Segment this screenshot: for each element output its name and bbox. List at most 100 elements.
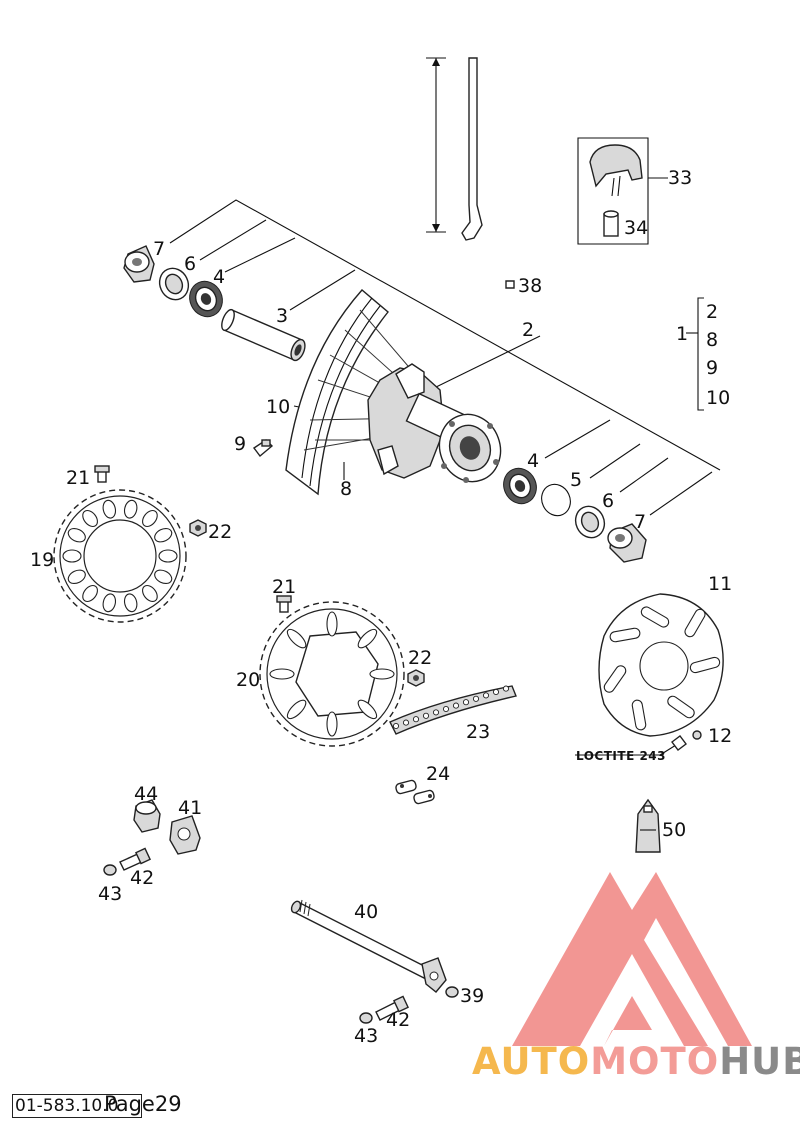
bolt-12 <box>671 730 702 751</box>
nipple-9 <box>252 439 274 458</box>
label-24: 24 <box>426 763 450 785</box>
chain-link <box>452 702 460 709</box>
lightening-hole <box>123 593 138 613</box>
bolt-21-top <box>94 465 110 483</box>
bearing-4-right <box>503 467 537 505</box>
chain-joint-24 <box>395 779 435 805</box>
rear-wheel-rim-hub <box>285 289 502 496</box>
lightening-hole <box>67 569 86 585</box>
label-44: 44 <box>134 783 158 805</box>
lightening-hole <box>82 584 98 603</box>
label-5: 5 <box>570 469 582 491</box>
label-20: 20 <box>236 669 260 691</box>
label-4-right: 4 <box>527 450 539 472</box>
lightening-hole <box>326 611 338 637</box>
chain-23 <box>389 685 517 735</box>
label-1: 1 <box>676 323 688 345</box>
drawing-number: 01-583.10.0 <box>12 1094 142 1118</box>
lightening-hole <box>142 584 158 603</box>
lightening-hole <box>357 628 378 649</box>
chain-link <box>422 712 430 719</box>
label-40: 40 <box>354 901 378 923</box>
bearing-4-left <box>189 280 223 318</box>
lightening-hole <box>357 699 378 720</box>
label-43-bottom: 43 <box>354 1025 378 1047</box>
label-22-top: 22 <box>208 521 232 543</box>
label-22-mid: 22 <box>408 647 432 669</box>
lightening-hole <box>269 668 295 680</box>
label-6-left: 6 <box>184 253 196 275</box>
label-10: 10 <box>266 396 290 418</box>
chain-link <box>412 716 420 723</box>
label-2: 2 <box>522 319 534 341</box>
label-8-group: 8 <box>706 329 718 351</box>
adjuster-bottom-group <box>359 995 409 1024</box>
adjuster-left-group <box>103 799 201 876</box>
sprocket-20 <box>259 601 405 747</box>
label-38: 38 <box>518 275 542 297</box>
chain-link <box>402 719 410 726</box>
spacer-7-right <box>607 523 647 563</box>
watermark-text: AUTOMOTOHUB <box>472 1040 800 1083</box>
label-2-group: 2 <box>706 301 718 323</box>
chain-link <box>482 692 490 699</box>
chain-link <box>502 685 510 692</box>
watermark-auto: AUTO <box>472 1040 591 1083</box>
loctite-bottle-50 <box>635 798 661 853</box>
label-3: 3 <box>276 305 288 327</box>
label-23: 23 <box>466 721 490 743</box>
assembly-1-bracket <box>686 297 704 411</box>
lightening-hole <box>286 699 307 720</box>
nut-22-top <box>189 519 207 537</box>
label-7-right: 7 <box>634 511 646 533</box>
lightening-hole <box>154 569 173 585</box>
page-number: Page29 <box>104 1092 182 1116</box>
lightening-hole <box>286 628 307 649</box>
brake-disc-11 <box>598 593 724 737</box>
label-21-top: 21 <box>66 467 90 489</box>
label-19: 19 <box>30 549 54 571</box>
spoke-drawing <box>426 57 483 241</box>
label-9-group: 9 <box>706 357 718 379</box>
label-9: 9 <box>234 433 246 455</box>
label-34: 34 <box>624 217 648 239</box>
chain-link <box>392 722 400 730</box>
valve-cap-box <box>577 137 668 245</box>
lightening-hole <box>326 711 338 737</box>
lightening-hole <box>123 499 138 519</box>
sleeve-3 <box>221 308 306 362</box>
nut-22-mid <box>407 669 425 687</box>
watermark-hub: HUB <box>719 1040 800 1083</box>
label-7-left: 7 <box>153 238 165 260</box>
lightening-hole <box>154 527 173 543</box>
watermark-moto: MOTO <box>590 1040 720 1083</box>
label-41: 41 <box>178 797 202 819</box>
seal-6-right <box>574 505 606 539</box>
axle-40 <box>290 899 447 993</box>
label-42-left: 42 <box>130 867 154 889</box>
label-10-group: 10 <box>706 387 730 409</box>
spacer-7-left <box>123 245 155 283</box>
label-4-left: 4 <box>213 266 225 288</box>
lightening-hole <box>158 549 178 563</box>
label-8: 8 <box>340 478 352 500</box>
label-39: 39 <box>460 985 484 1007</box>
label-33: 33 <box>668 167 692 189</box>
bolt-21-mid <box>276 595 292 613</box>
sprocket-19 <box>53 489 187 623</box>
chain-link <box>442 705 450 713</box>
part-39 <box>445 986 459 998</box>
lightening-hole <box>369 668 395 680</box>
label-12: 12 <box>708 725 732 747</box>
label-50: 50 <box>662 819 686 841</box>
lightening-hole <box>67 527 86 543</box>
chain-link <box>432 709 440 716</box>
seal-6-left <box>158 267 190 301</box>
label-42-bottom: 42 <box>386 1009 410 1031</box>
label-21-mid: 21 <box>272 576 296 598</box>
lightening-hole <box>142 509 158 528</box>
label-11: 11 <box>708 573 732 595</box>
label-43-left: 43 <box>98 883 122 905</box>
label-6-right: 6 <box>602 490 614 512</box>
